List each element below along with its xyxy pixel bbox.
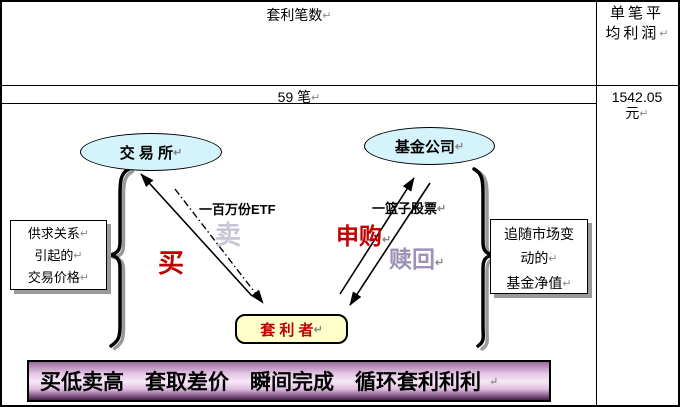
pilcrow-mark: ↵ xyxy=(435,257,445,269)
header-avg-profit-line1: 单笔平 xyxy=(609,5,664,22)
supply-demand-line2: 引起的 xyxy=(34,248,74,263)
supply-demand-line1: 供求关系 xyxy=(27,226,80,241)
pilcrow-mark: ↵ xyxy=(311,92,321,104)
arb-count-value: 59 笔↵ xyxy=(2,87,596,107)
arb-count-text: 59 笔 xyxy=(277,89,312,105)
redeem-text: 赎回 xyxy=(389,246,435,272)
pilcrow-mark: ↵ xyxy=(73,250,83,262)
slogan-text: 买低卖高 套取差价 瞬间完成 循环套利利利 xyxy=(40,369,481,394)
header-arb-count-text: 套利笔数 xyxy=(266,7,323,23)
redeem-label: 赎回↵ xyxy=(389,240,444,274)
fund-nav-line3: 基金净值 xyxy=(506,275,563,291)
pilcrow-mark: ↵ xyxy=(454,140,465,153)
fund-company-label: 基金公司 xyxy=(394,138,455,156)
pilcrow-mark: ↵ xyxy=(322,10,332,22)
header-arb-count: 套利笔数↵ xyxy=(2,5,596,25)
table-row-divider-1 xyxy=(2,85,678,86)
stock-basket-text: 一篮子股票 xyxy=(372,201,438,216)
pilcrow-mark: ↵ xyxy=(173,146,183,159)
pilcrow-mark: ↵ xyxy=(79,272,90,284)
avg-profit-unit: 元 xyxy=(625,105,640,121)
arbitrageur-label: 套 利 者 xyxy=(260,321,314,339)
table-row-divider-2 xyxy=(2,103,596,104)
fund-nav-box: 追随市场变 动的↵ 基金净值↵ xyxy=(490,219,588,294)
pilcrow-mark: ↵ xyxy=(79,228,90,240)
pilcrow-mark: ↵ xyxy=(382,234,392,246)
subscribe-label: 申购↵ xyxy=(336,217,391,251)
pilcrow-mark: ↵ xyxy=(313,323,323,336)
subscribe-text: 申购 xyxy=(336,223,382,249)
pilcrow-mark: ↵ xyxy=(437,203,447,215)
pilcrow-mark: ↵ xyxy=(562,278,572,290)
pilcrow-mark: ↵ xyxy=(639,108,649,120)
header-avg-profit-line2: 均利润 xyxy=(605,25,660,42)
left-brace-shape xyxy=(105,167,135,351)
fund-company-node: 基金公司↵ xyxy=(364,127,495,165)
sell-label-faint: 卖 xyxy=(215,220,242,250)
pilcrow-mark: ↵ xyxy=(548,253,558,265)
etf-amount-label: 一百万份ETF xyxy=(199,202,276,217)
exchange-node: 交 易 所↵ xyxy=(80,133,222,171)
slogan-banner: 买低卖高 套取差价 瞬间完成 循环套利利利 ↵ xyxy=(27,360,551,402)
supply-demand-box: 供求关系↵ 引起的↵ 交易价格↵ xyxy=(10,220,107,290)
fund-nav-line2: 动的 xyxy=(520,250,549,266)
avg-profit-value: 1542.05 元↵ xyxy=(597,89,677,122)
avg-profit-number: 1542.05 xyxy=(611,89,663,105)
supply-demand-line3: 交易价格 xyxy=(27,270,80,285)
buy-label: 买 xyxy=(158,248,185,278)
stock-basket-label: 一篮子股票↵ xyxy=(372,198,446,217)
table-column-divider xyxy=(596,2,597,405)
fund-nav-line1: 追随市场变 xyxy=(504,226,574,242)
header-avg-profit: 单笔平 均利润↵ xyxy=(597,4,677,44)
exchange-label: 交 易 所 xyxy=(119,144,174,162)
pilcrow-mark: ↵ xyxy=(489,374,499,388)
arbitrageur-node: 套 利 者↵ xyxy=(235,314,348,344)
pilcrow-mark: ↵ xyxy=(659,28,669,40)
